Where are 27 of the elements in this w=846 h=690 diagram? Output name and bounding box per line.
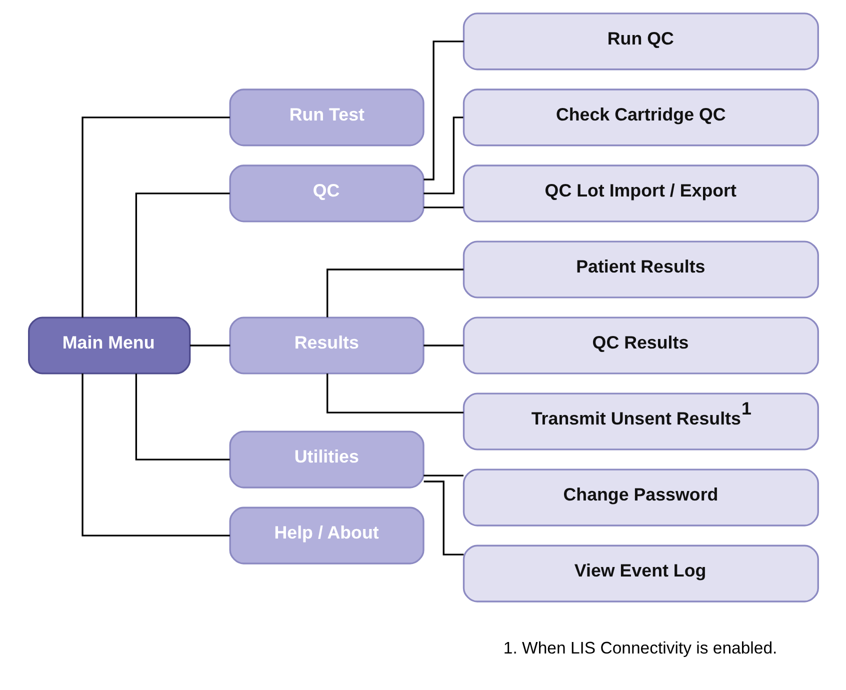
connector — [326, 268, 464, 317]
connector — [134, 373, 230, 460]
node-box: Help / About — [228, 506, 424, 564]
node-box: Run QC — [462, 12, 818, 70]
connector — [190, 344, 230, 346]
node-box: Main Menu — [28, 316, 190, 374]
connector — [423, 344, 463, 346]
node-box: Run Test — [228, 88, 424, 146]
connector — [423, 474, 463, 476]
connector — [81, 373, 230, 536]
connector — [134, 192, 230, 317]
node-box: QC Lot Import / Export — [462, 164, 818, 222]
connector — [81, 116, 230, 318]
node-box: QC Results — [462, 316, 818, 374]
label: 1. When LIS Connectivity is enabled. — [502, 638, 777, 657]
connector — [423, 40, 464, 180]
node-box: View Event Log — [462, 544, 818, 602]
connector — [423, 480, 464, 555]
node-box: Utilities — [228, 430, 424, 488]
node-box: Check Cartridge QC — [462, 88, 818, 146]
connector — [423, 116, 463, 194]
connector — [423, 206, 463, 208]
node-box: QC — [228, 164, 424, 222]
node-box: Patient Results — [462, 240, 818, 298]
connector — [326, 373, 464, 413]
node-box: Change Password — [462, 468, 818, 526]
node-box: Results — [228, 316, 424, 374]
